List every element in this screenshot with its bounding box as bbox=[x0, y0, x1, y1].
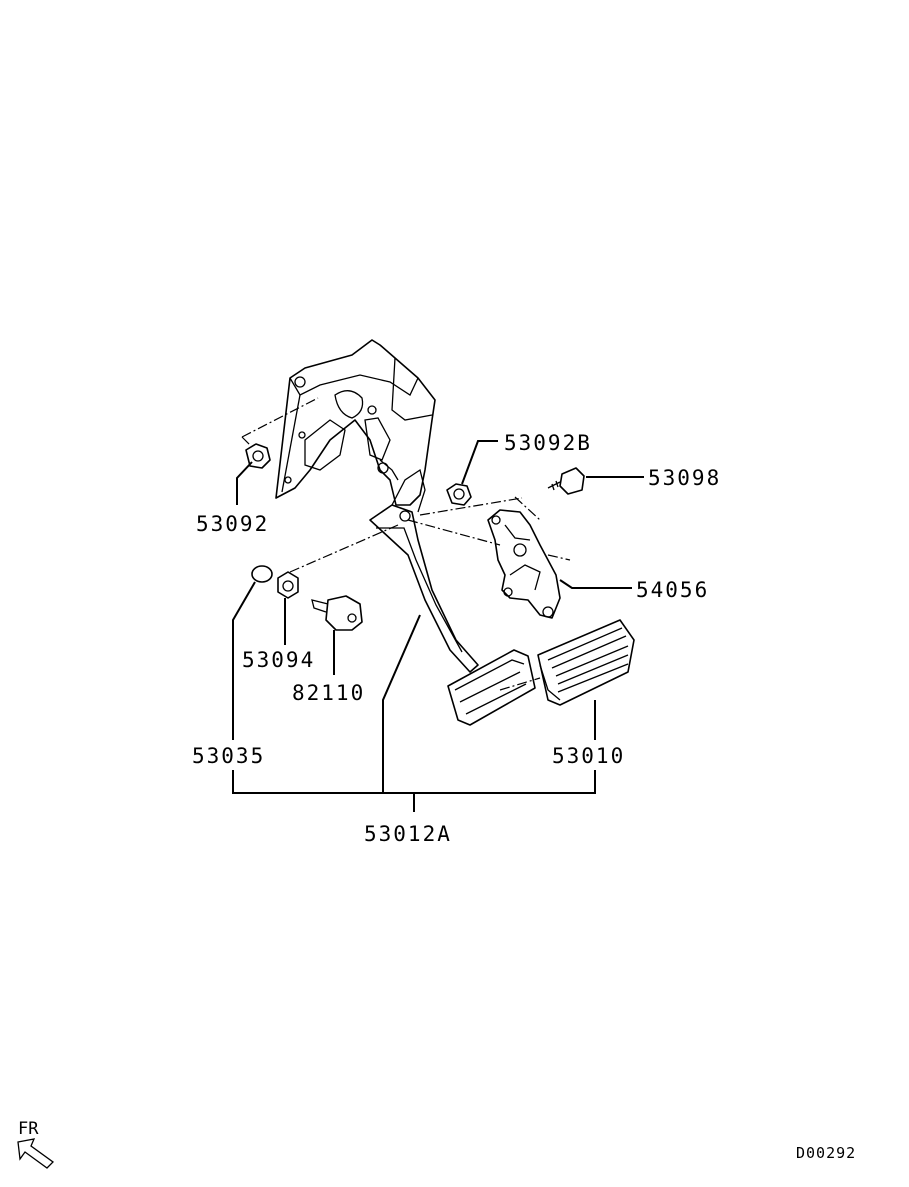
pedal-bracket bbox=[275, 339, 436, 506]
label-53098: 53098 bbox=[648, 466, 721, 490]
bolt-53098 bbox=[547, 467, 585, 495]
direction-label: FR bbox=[18, 1119, 39, 1139]
label-53010: 53010 bbox=[552, 744, 625, 768]
label-82110: 82110 bbox=[292, 681, 365, 705]
label-53092b: 53092B bbox=[504, 431, 592, 455]
label-53035: 53035 bbox=[192, 744, 265, 768]
cap-53035 bbox=[251, 565, 273, 583]
pedal-base-plate bbox=[447, 649, 536, 726]
part-labels: 53092 53092B 53098 54056 53094 82110 530… bbox=[192, 431, 721, 846]
pedal-arm bbox=[369, 468, 479, 673]
label-53012a: 53012A bbox=[364, 822, 452, 846]
nut-53092b bbox=[446, 483, 472, 506]
leader-lines bbox=[232, 440, 644, 812]
front-arrow-icon bbox=[17, 1138, 54, 1169]
switch-82110 bbox=[311, 595, 363, 631]
direction-indicator: FR bbox=[17, 1119, 54, 1169]
diagram-code: D00292 bbox=[796, 1144, 856, 1162]
assembly-guide-lines bbox=[241, 397, 571, 691]
label-53092: 53092 bbox=[196, 512, 269, 536]
bushing-53094 bbox=[277, 571, 299, 599]
pedal-pad-part bbox=[537, 619, 635, 706]
label-54056: 54056 bbox=[636, 578, 709, 602]
switch-bracket-part bbox=[487, 509, 561, 619]
label-53094: 53094 bbox=[242, 648, 315, 672]
